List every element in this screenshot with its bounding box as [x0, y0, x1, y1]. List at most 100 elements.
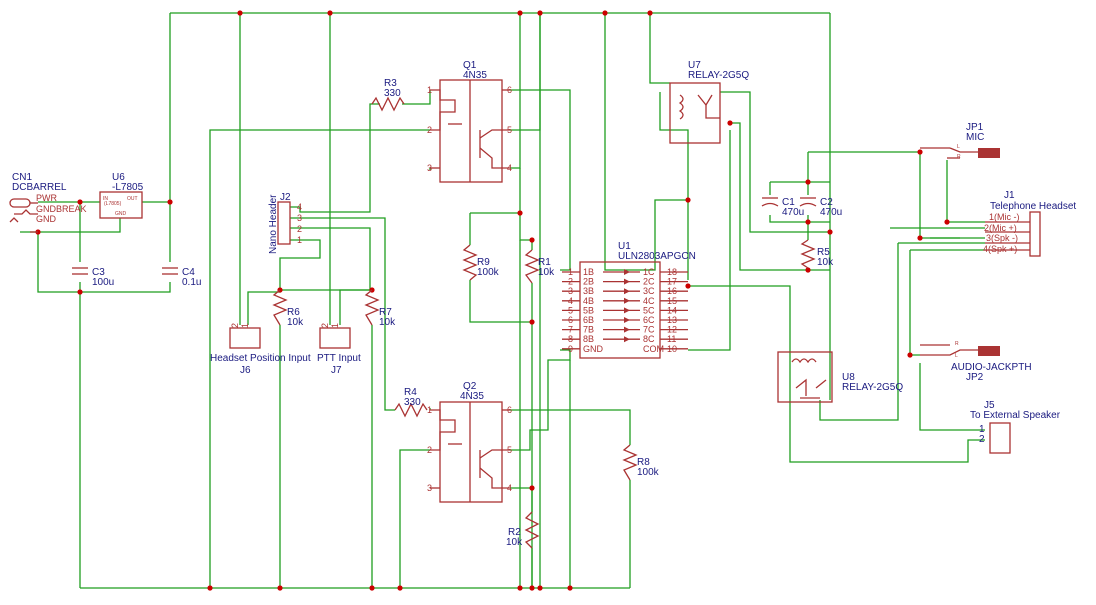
wires	[20, 12, 985, 589]
u1-left-pin-name: 5B	[583, 305, 594, 315]
u1-left-pin-number: 2	[568, 277, 573, 287]
j1-pin-3: 3(Spk -)	[986, 233, 1018, 243]
jp2-audio-jack: R L AUDIO-JACKPTH JP2	[920, 341, 1032, 383]
j2-pin-4: 4	[297, 202, 302, 212]
q2-pin-1: 1	[427, 405, 432, 415]
r5-resistor: R5 10k	[800, 239, 834, 269]
u8-relay: U8 RELAY-2G5Q	[777, 351, 903, 403]
r7-resistor: R7 10k	[364, 289, 396, 328]
u1-diode-icon	[624, 317, 630, 323]
j1-pin-1: 1(Mic -)	[989, 212, 1020, 222]
u8-value: RELAY-2G5Q	[842, 382, 903, 393]
u1-value: ULN2803APGCN	[618, 251, 696, 262]
u1-right-pin-name: 2C	[643, 277, 655, 287]
r4-value: 330	[404, 397, 421, 408]
r1-ref: R1	[538, 257, 551, 268]
r3-value: 330	[384, 88, 401, 99]
u1-left-pin-number: 5	[568, 305, 573, 315]
j5-external-speaker: 1 2 J5 To External Speaker	[970, 400, 1061, 454]
u1-left-pin-name: GND	[583, 344, 604, 354]
r2-value: 10k	[506, 537, 523, 548]
u1-diode-icon	[624, 288, 630, 295]
u6-pin-in: IN	[103, 196, 108, 202]
j7-pin-2: 2	[320, 323, 330, 328]
r2-resistor: R2 10k	[506, 511, 540, 549]
u1-diode-icon	[624, 297, 630, 304]
c4-value: 0.1u	[182, 277, 201, 288]
u1-right-pin-number: 10	[667, 344, 677, 354]
r9-ref: R9	[477, 257, 490, 268]
u6-regulator: IN (L7805) OUT GND U6 -L7805	[99, 172, 144, 219]
u1-right-pin-number: 14	[667, 305, 677, 315]
u1-left-pin-number: 1	[568, 267, 573, 277]
u1-right-pin-name: 1C	[643, 267, 655, 277]
jp1-pin-l: L	[957, 144, 960, 150]
r3-ref: R3	[384, 78, 397, 89]
u1-right-pin-number: 12	[667, 325, 677, 335]
j2-nano-header: 4 3 2 1 J2 Nano Header	[268, 192, 302, 254]
j6-pin-2: 2	[230, 323, 240, 328]
u1-left-pin-number: 8	[568, 334, 573, 344]
j6-pin-1: 1	[240, 323, 250, 328]
q2-pin-6: 6	[507, 405, 512, 415]
u6-pin-out: OUT	[127, 196, 138, 202]
r6-value: 10k	[287, 317, 304, 328]
u1-diode-icon	[624, 307, 630, 314]
j2-value: Nano Header	[268, 194, 279, 254]
c3-ref: C3	[92, 267, 105, 278]
u1-right-pin-number: 13	[667, 315, 677, 325]
cn1-pin-pwr: PWR	[36, 193, 57, 203]
u1-left-pin-name: 1B	[583, 267, 594, 277]
q2-pin-4: 4	[507, 483, 512, 493]
u1-right-pin-number: 18	[667, 267, 677, 277]
j6-ref: J6	[240, 365, 251, 376]
r3-resistor: R3 330	[371, 78, 405, 112]
j5-pin-2: 2	[979, 434, 985, 445]
q1-pin-1: 1	[427, 85, 432, 95]
j5-ref: J5	[984, 400, 995, 411]
j7-ptt-input: 2 1 PTT Input J7	[317, 323, 361, 376]
jp1-value: MIC	[966, 132, 984, 143]
cn1-pin-gnd: GND	[36, 214, 57, 224]
r8-value: 100k	[637, 467, 660, 478]
j2-pin-2: 2	[297, 224, 302, 234]
q1-pin-4: 4	[507, 163, 512, 173]
u1-right-pin-number: 15	[667, 296, 677, 306]
jp2-ref: JP2	[966, 372, 984, 383]
j1-pin-4: 4(Spk +)	[983, 244, 1017, 254]
j6-headset-position-input: 2 1 Headset Position Input J6	[210, 323, 311, 376]
q2-value: 4N35	[460, 391, 484, 402]
u7-value: RELAY-2G5Q	[688, 70, 749, 81]
jp2-value: AUDIO-JACKPTH	[951, 362, 1032, 373]
c2-capacitor: C2 470u	[799, 197, 842, 218]
u1-right-pin-number: 16	[667, 286, 677, 296]
j1-ref: J1	[1004, 190, 1015, 201]
j5-value: To External Speaker	[970, 410, 1061, 421]
u6-pin-gnd: GND	[115, 211, 127, 217]
u1-diode-icon	[624, 278, 630, 285]
u1-ref: U1	[618, 241, 631, 252]
u1-right-pin-name: COM	[643, 344, 664, 354]
u1-left-pin-number: 3	[568, 286, 573, 296]
cn1-pin-gndbreak: GNDBREAK	[36, 204, 87, 214]
c1-ref: C1	[782, 197, 795, 208]
u1-diode-icon	[624, 336, 630, 343]
j7-value: PTT Input	[317, 353, 361, 364]
r6-ref: R6	[287, 307, 300, 318]
u6-value: -L7805	[112, 182, 144, 193]
q1-pin-3: 3	[427, 163, 432, 173]
q1-value: 4N35	[463, 70, 487, 81]
jp2-pin-l: L	[955, 353, 958, 359]
u1-diode-icon	[624, 269, 630, 275]
u1-left-pin-name: 8B	[583, 334, 594, 344]
r8-resistor: R8 100k	[622, 444, 660, 481]
u8-ref: U8	[842, 372, 855, 383]
u1-right-pin-name: 4C	[643, 296, 655, 306]
q1-pin-5: 5	[507, 125, 512, 135]
c4-capacitor: C4 0.1u	[162, 267, 201, 288]
j7-pin-1: 1	[330, 323, 340, 328]
c3-value: 100u	[92, 277, 114, 288]
cn1-dc-barrel: CN1 DCBARREL PWR GNDBREAK GND	[9, 172, 87, 233]
